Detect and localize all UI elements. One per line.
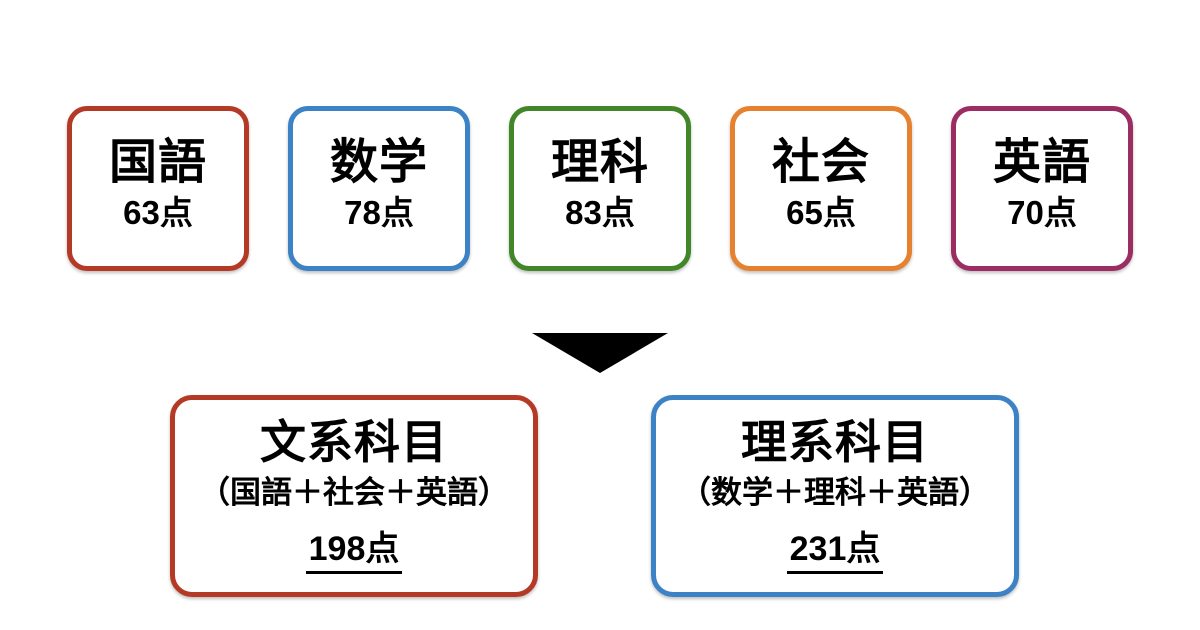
subjects-row: 国語 63点 数学 78点 理科 83点 社会 65点 英語 70点	[0, 106, 1200, 271]
subject-score: 65点	[786, 194, 856, 232]
subject-score: 63点	[123, 194, 193, 232]
group-card-rikei: 理系科目 （数学＋理科＋英語） 231点	[651, 395, 1019, 597]
subject-card-rika: 理科 83点	[509, 106, 691, 271]
subject-name: 理科	[550, 135, 649, 189]
group-total: 198点	[305, 532, 403, 574]
subject-card-eigo: 英語 70点	[951, 106, 1133, 271]
group-card-bunkei: 文系科目 （国語＋社会＋英語） 198点	[170, 395, 538, 597]
subject-card-kokugo: 国語 63点	[67, 106, 249, 271]
subject-name: 国語	[108, 135, 207, 189]
down-arrow-icon	[532, 333, 668, 373]
subject-card-sugaku: 数学 78点	[288, 106, 470, 271]
group-title: 理系科目	[741, 415, 929, 468]
subject-score: 70点	[1007, 194, 1077, 232]
subject-name: 社会	[771, 135, 870, 189]
subject-score: 83点	[565, 194, 635, 232]
subject-score: 78点	[344, 194, 414, 232]
group-formula: （国語＋社会＋英語）	[199, 474, 509, 510]
group-title: 文系科目	[260, 415, 448, 468]
subject-name: 英語	[992, 135, 1091, 189]
subject-name: 数学	[329, 135, 428, 189]
group-total: 231点	[786, 532, 884, 574]
subject-card-shakai: 社会 65点	[730, 106, 912, 271]
group-formula: （数学＋理科＋英語）	[680, 474, 990, 510]
